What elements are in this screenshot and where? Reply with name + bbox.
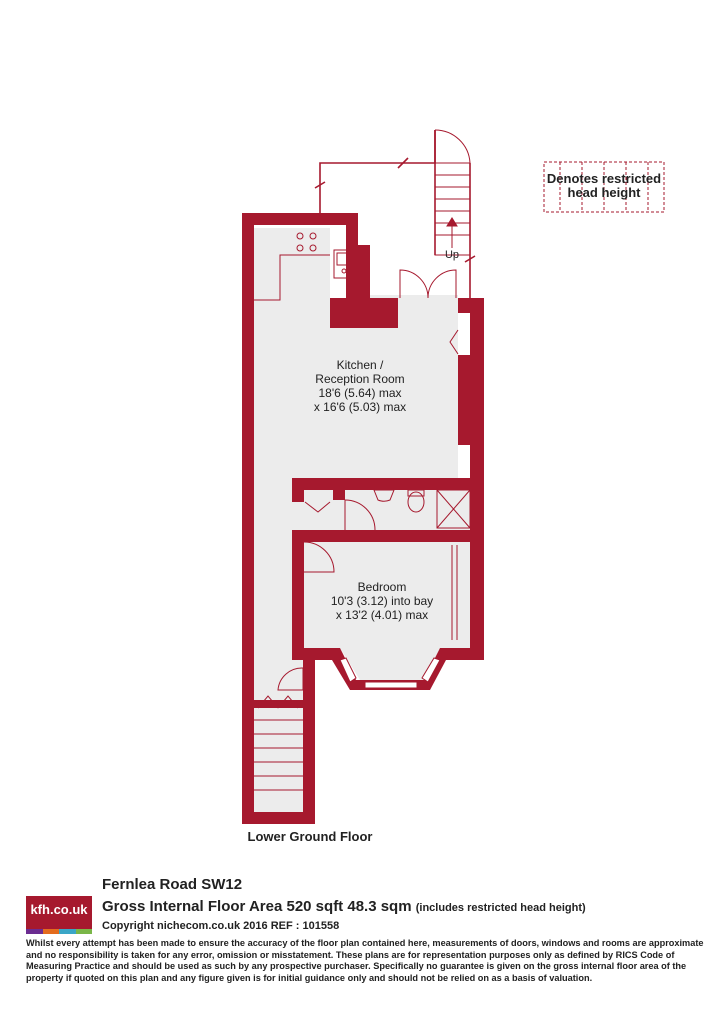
- kitchen-label: Kitchen / Reception Room 18'6 (5.64) max…: [290, 358, 430, 414]
- gross-internal-area: Gross Internal Floor Area 520 sqft 48.3 …: [102, 898, 586, 915]
- bedroom-dim-1: 10'3 (3.12) into bay: [330, 594, 434, 608]
- kitchen-dim-1: 18'6 (5.64) max: [318, 386, 402, 400]
- disclaimer: Whilst every attempt has been made to en…: [26, 938, 704, 983]
- stairs-lower: [254, 719, 303, 791]
- gia-note: (includes restricted head height): [415, 902, 586, 914]
- kitchen-name-1: Kitchen /: [336, 358, 384, 372]
- bedroom-label: Bedroom 10'3 (3.12) into bay x 13'2 (4.0…: [312, 580, 452, 622]
- logo-strip-orange: [42, 929, 59, 934]
- property-title: Fernlea Road SW12: [102, 876, 243, 893]
- logo-strip-green: [75, 929, 92, 934]
- logo-text: kfh.co.uk: [30, 902, 88, 917]
- legend-restricted-box: [543, 161, 665, 213]
- bedroom-name: Bedroom: [357, 580, 407, 594]
- stairs-up-label: Up: [444, 249, 460, 261]
- stairs-up-upper: [434, 129, 471, 256]
- logo-strip-purple: [26, 929, 43, 934]
- floor-plan: [242, 129, 665, 824]
- floor-label: Lower Ground Floor: [247, 829, 373, 844]
- doors: [257, 269, 459, 709]
- legend-line-1: Denotes restricted: [546, 171, 662, 186]
- legend-label: Denotes restricted head height: [544, 172, 664, 200]
- bay-window: [339, 657, 441, 689]
- bedroom-dim-2: x 13'2 (4.01) max: [335, 608, 429, 622]
- gia-value: Gross Internal Floor Area 520 sqft 48.3 …: [102, 898, 412, 915]
- kfh-logo[interactable]: kfh.co.uk: [26, 896, 92, 934]
- logo-strip-blue: [59, 929, 76, 934]
- kitchen-dim-2: x 16'6 (5.03) max: [313, 400, 407, 414]
- kitchen-name-2: Reception Room: [315, 372, 405, 386]
- floor-areas: [253, 228, 470, 812]
- legend-line-2: head height: [567, 185, 641, 200]
- kitchen-fittings: [254, 232, 355, 301]
- copyright: Copyright nichecom.co.uk 2016 REF : 1015…: [102, 920, 340, 932]
- bathroom-fittings: [373, 489, 471, 529]
